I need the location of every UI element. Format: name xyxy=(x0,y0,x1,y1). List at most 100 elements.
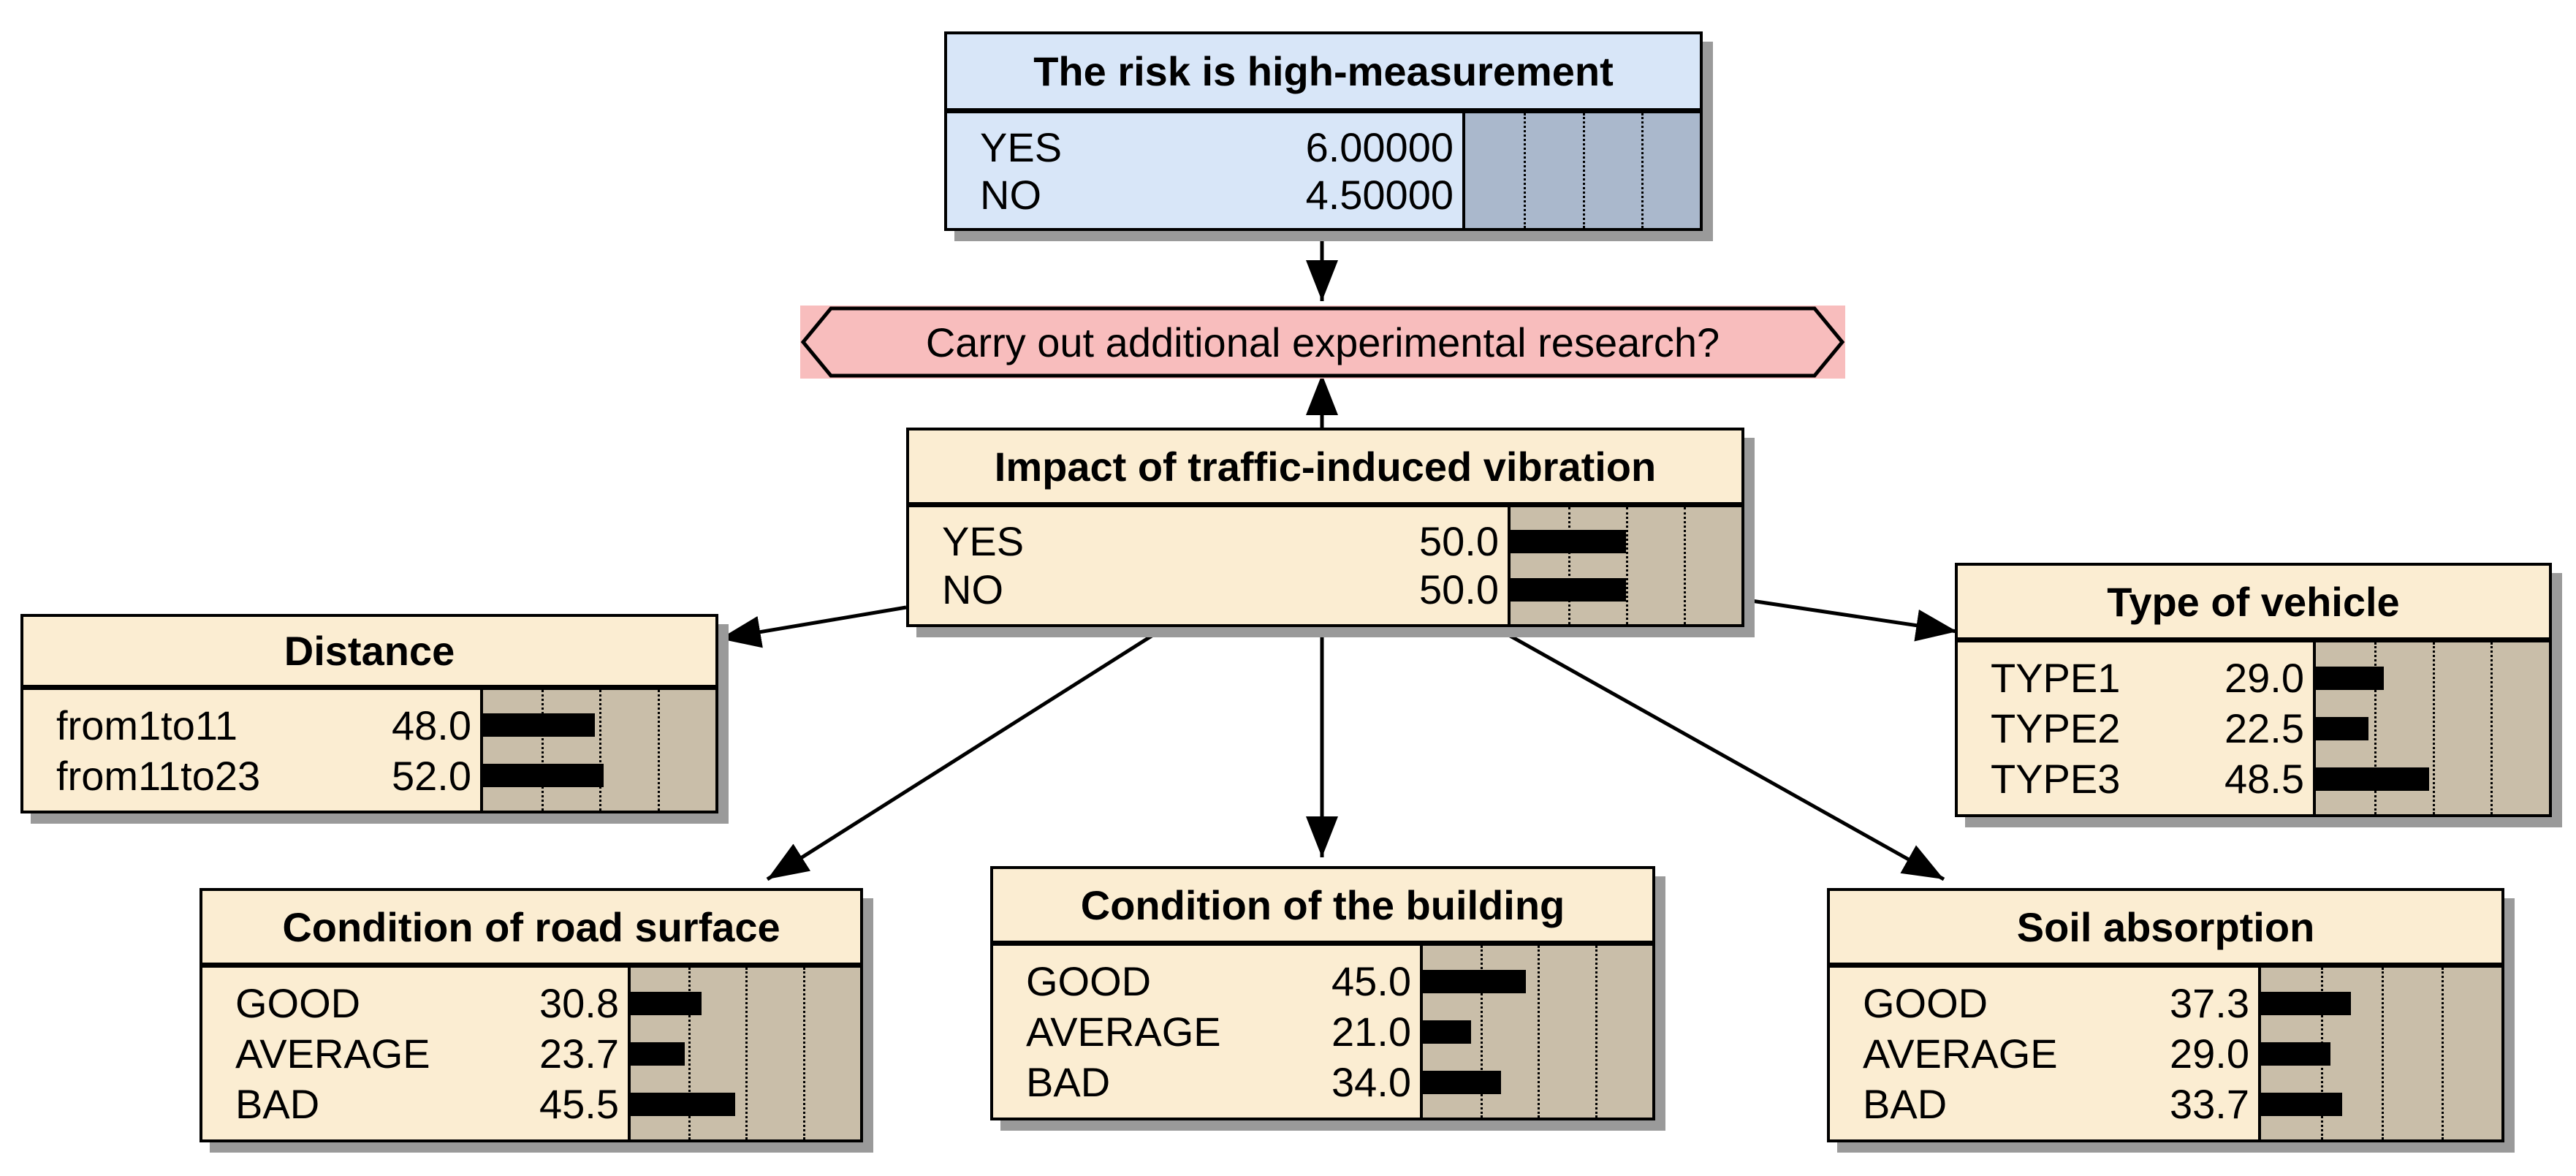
state-row[interactable]: YES 6.00000 xyxy=(947,124,1468,171)
state-value: 23.7 xyxy=(539,1031,619,1077)
bar-panel xyxy=(2258,968,2501,1139)
probability-bar xyxy=(631,1093,735,1116)
state-value: 50.0 xyxy=(1419,566,1499,612)
state-value: 50.0 xyxy=(1419,518,1499,564)
bar-gridline xyxy=(1583,113,1585,228)
bar-gridline xyxy=(1481,946,1483,1118)
bar-panel xyxy=(1508,507,1741,624)
node-title: Soil absorption xyxy=(1830,891,2501,968)
bar-gridline xyxy=(1568,507,1570,624)
probability-bar xyxy=(1423,1071,1501,1094)
state-label: TYPE2 xyxy=(1991,705,2121,751)
bar-panel xyxy=(480,690,715,811)
state-label: TYPE3 xyxy=(1991,756,2121,802)
state-value: 48.0 xyxy=(392,702,471,748)
state-row[interactable]: from1to11 48.0 xyxy=(23,700,486,751)
node-title: Distance xyxy=(23,617,715,690)
state-value: 6.00000 xyxy=(1305,124,1454,170)
node-title: Condition of road surface xyxy=(202,891,860,968)
probability-bar xyxy=(2316,767,2429,791)
decision-hexagon xyxy=(800,306,1845,378)
bar-gridline xyxy=(2374,642,2376,814)
bar-gridline xyxy=(542,690,544,811)
node-title: Impact of traffic-induced vibration xyxy=(909,430,1741,507)
probability-bar xyxy=(2261,1042,2330,1066)
state-row[interactable]: AVERAGE 29.0 xyxy=(1830,1028,2264,1079)
bar-gridline xyxy=(1626,507,1628,624)
bar-panel xyxy=(628,968,860,1139)
state-row[interactable]: GOOD 30.8 xyxy=(202,978,634,1028)
state-label: GOOD xyxy=(1026,958,1152,1004)
state-value: 34.0 xyxy=(1331,1059,1411,1105)
state-value: 29.0 xyxy=(2170,1031,2249,1077)
probability-bar xyxy=(2316,667,2384,690)
state-value: 37.3 xyxy=(2170,980,2249,1026)
bar-gridline xyxy=(2382,968,2384,1139)
edge-impact-to-soil xyxy=(1493,625,1945,881)
state-label: GOOD xyxy=(1863,980,1988,1026)
probability-bar xyxy=(631,1042,685,1066)
probability-bar xyxy=(631,992,702,1015)
state-value: 45.5 xyxy=(539,1081,619,1127)
bar-gridline xyxy=(1524,113,1526,228)
edge-impact-to-vehicle xyxy=(1746,598,1958,642)
decision-node[interactable]: Carry out additional experimental resear… xyxy=(800,306,1845,379)
node-title: Type of vehicle xyxy=(1958,566,2549,642)
state-label: BAD xyxy=(1863,1081,1948,1127)
state-label: GOOD xyxy=(235,980,361,1026)
probability-bar xyxy=(2261,992,2351,1015)
probability-bar xyxy=(483,764,604,787)
bar-panel xyxy=(2313,642,2549,814)
state-row[interactable]: BAD 34.0 xyxy=(993,1057,1426,1107)
bar-gridline xyxy=(2433,642,2435,814)
probability-bar xyxy=(2316,717,2368,740)
bar-gridline xyxy=(1684,507,1686,624)
decision-label: Carry out additional experimental resear… xyxy=(925,319,1720,365)
bar-gridline xyxy=(803,968,805,1139)
bar-gridline xyxy=(1538,946,1540,1118)
edge-impact-to-road xyxy=(766,625,1167,881)
state-row[interactable]: BAD 33.7 xyxy=(1830,1079,2264,1129)
state-value: 29.0 xyxy=(2224,655,2304,701)
state-row[interactable]: GOOD 37.3 xyxy=(1830,978,2264,1028)
state-label: NO xyxy=(980,172,1041,218)
state-label: BAD xyxy=(1026,1059,1111,1105)
bar-gridline xyxy=(1641,113,1644,228)
bar-gridline xyxy=(599,690,601,811)
state-label: from1to11 xyxy=(56,702,238,748)
state-label: YES xyxy=(980,124,1063,170)
state-label: AVERAGE xyxy=(1026,1009,1221,1055)
state-label: AVERAGE xyxy=(1863,1031,2058,1077)
state-value: 30.8 xyxy=(539,980,619,1026)
state-row[interactable]: NO 50.0 xyxy=(909,566,1513,614)
state-label: NO xyxy=(942,566,1003,612)
bar-gridline xyxy=(2490,642,2493,814)
state-value: 33.7 xyxy=(2170,1081,2249,1127)
